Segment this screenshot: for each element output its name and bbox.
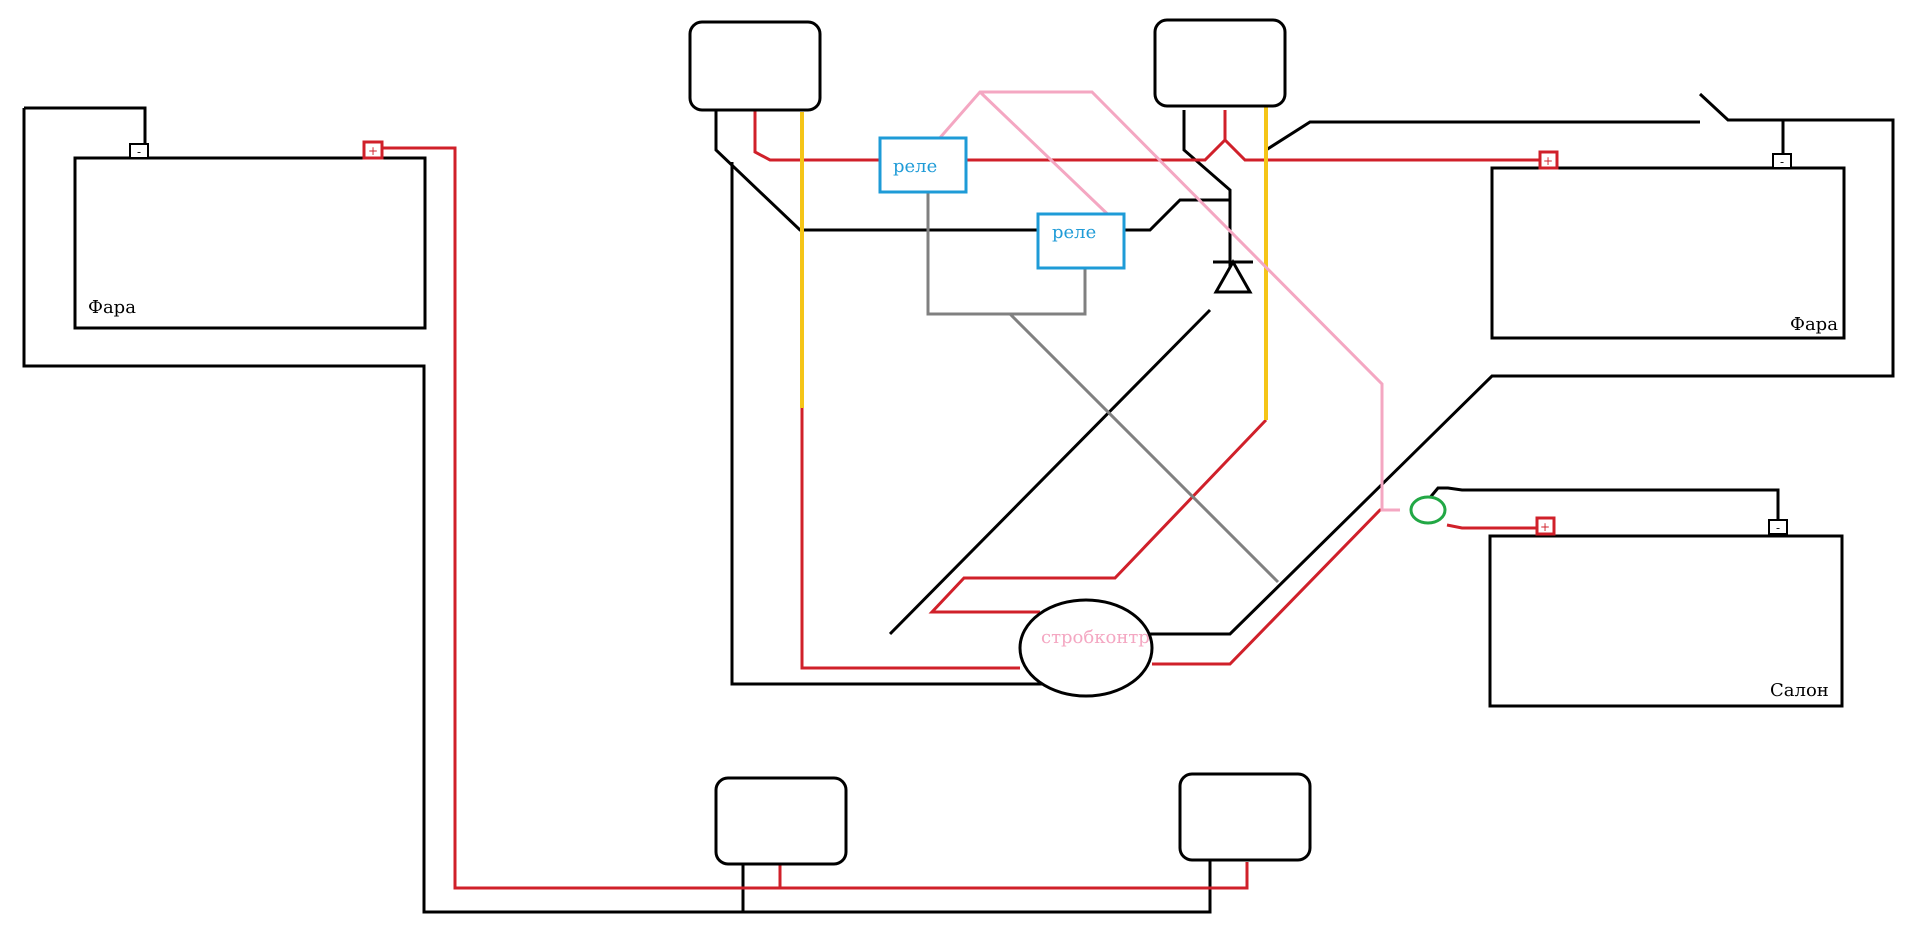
black-wires	[22, 92, 1895, 914]
gray-wires	[926, 192, 1280, 584]
plus-terminal-cabin	[1535, 516, 1556, 536]
minus-terminal-right	[1772, 153, 1792, 169]
diode-icon	[1213, 258, 1253, 294]
plus-label: +	[1543, 154, 1553, 168]
cabin-label: Салон	[1770, 680, 1829, 701]
minus-terminal-cabin	[1768, 519, 1788, 535]
controller-label: стробконтр	[1041, 627, 1150, 648]
relay-1-label: реле	[893, 156, 937, 177]
minus-terminal-left	[129, 143, 149, 159]
relay-1: реле	[878, 136, 968, 194]
plus-terminal-right	[1538, 150, 1559, 170]
plus-label: +	[368, 144, 378, 158]
headlight-right-label: Фара	[1790, 314, 1838, 335]
bottom-right-unit	[1178, 772, 1312, 862]
relay-2: реле	[1036, 212, 1126, 270]
cabin-box: - + Салон	[1488, 516, 1844, 708]
relay-2-label: реле	[1052, 222, 1096, 243]
headlight-left: - + Фара	[73, 140, 427, 330]
headlight-right: - + Фара	[1490, 150, 1846, 340]
pink-wire	[936, 90, 1400, 512]
connector-icon	[1409, 495, 1447, 525]
bottom-left-unit	[714, 776, 848, 866]
minus-label: -	[137, 145, 141, 159]
headlight-left-label: Фара	[88, 297, 136, 318]
strobe-controller: стробконтр	[1018, 598, 1154, 698]
top-left-unit	[688, 20, 822, 112]
top-right-unit	[1153, 18, 1287, 108]
minus-label: -	[1776, 521, 1780, 535]
minus-label: -	[1780, 155, 1784, 169]
yellow-wires	[800, 106, 1268, 420]
plus-label: +	[1540, 520, 1550, 534]
plus-terminal-left	[362, 140, 384, 160]
